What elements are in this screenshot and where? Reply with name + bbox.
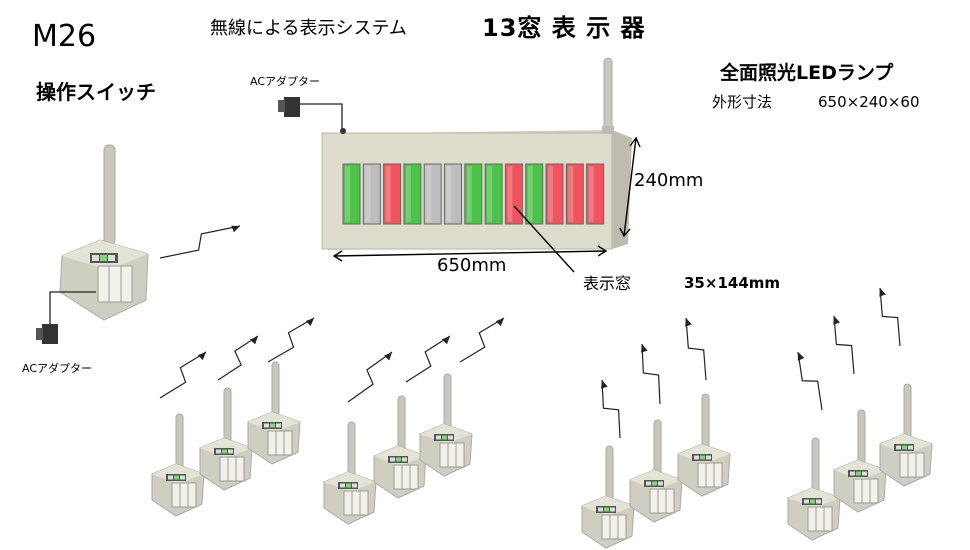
width-dimension: 650mm [437, 255, 507, 276]
dimensions-label: 外形寸法 [712, 93, 773, 111]
display-window [423, 163, 442, 225]
remote-switch [419, 373, 473, 477]
radio-wave-arrow [405, 335, 451, 383]
display-window [383, 163, 402, 225]
display-window [342, 163, 361, 225]
radio-wave-arrow [347, 351, 393, 403]
remote-switch [323, 421, 377, 525]
remote-switch [629, 419, 683, 523]
display-window [444, 163, 462, 225]
remote-switches [151, 361, 933, 549]
page-title: 13窓 表 示 器 [482, 14, 646, 42]
display-window [586, 163, 605, 225]
remote-switch [677, 393, 731, 497]
remote-switch [151, 413, 205, 517]
display-window [545, 163, 564, 225]
radio-waves [159, 225, 901, 439]
remote-switch [373, 395, 427, 499]
radio-wave-arrow [601, 379, 621, 439]
display-window [525, 163, 544, 225]
height-arrow [619, 136, 641, 238]
dimensions-value: 650×240×60 [818, 93, 920, 111]
display-panel [321, 57, 632, 250]
remote-switch [581, 445, 635, 549]
radio-wave-arrow [159, 225, 241, 259]
remote-switch [833, 409, 887, 513]
width-arrow [332, 245, 608, 262]
radio-wave-arrow [217, 335, 259, 381]
window-size: 35×144mm [684, 274, 781, 292]
display-window [403, 163, 422, 225]
remote-switch [787, 437, 841, 541]
display-window [565, 163, 584, 225]
model-number: M26 [32, 19, 97, 54]
remote-switch [199, 387, 253, 491]
radio-wave-arrow [641, 343, 661, 405]
display-window [464, 163, 483, 225]
main-switch [59, 144, 149, 321]
switch-label: 操作スイッチ [36, 80, 156, 104]
height-dimension: 240mm [634, 170, 704, 191]
ac-adapter-top [278, 97, 343, 132]
radio-wave-arrow [267, 317, 315, 363]
display-window [484, 163, 503, 225]
display-window [362, 163, 381, 225]
adapter-label-top: ACアダプター [250, 75, 321, 88]
radio-wave-arrow [833, 315, 855, 375]
window-pointer-line [513, 205, 575, 273]
ac-adapter-left [36, 291, 96, 344]
display-windows [342, 163, 605, 225]
remote-switch [247, 361, 301, 465]
radio-wave-arrow [159, 351, 207, 399]
radio-wave-arrow [879, 287, 901, 347]
radio-wave-arrow [459, 317, 505, 363]
radio-wave-arrow [797, 351, 823, 411]
display-window [504, 163, 523, 225]
remote-switch [879, 383, 933, 487]
adapter-label-left: ACアダプター [22, 362, 93, 375]
radio-wave-arrow [685, 317, 707, 381]
lamp-label: 全面照光LEDランプ [720, 62, 894, 84]
window-label: 表示窓 [583, 274, 632, 293]
system-description: 無線による表示システム [210, 18, 407, 39]
